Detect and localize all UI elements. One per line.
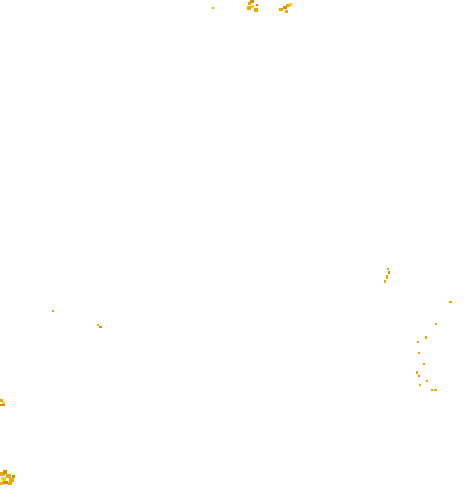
heat-cell	[418, 352, 420, 354]
heat-cell	[279, 8, 283, 11]
heat-cell	[431, 389, 433, 391]
heat-cell	[256, 4, 258, 6]
heat-cell	[254, 8, 258, 12]
heat-cell	[2, 402, 5, 405]
heat-cell	[52, 310, 54, 312]
heat-cell	[416, 371, 418, 374]
heat-cell	[12, 475, 15, 478]
heat-cell	[449, 301, 452, 303]
heat-cell	[387, 268, 389, 270]
heat-cell	[386, 275, 388, 279]
heat-cell	[248, 2, 251, 5]
heat-cell	[0, 472, 5, 476]
heat-cell	[419, 384, 421, 386]
heat-cell	[0, 482, 3, 485]
heat-cell	[417, 341, 419, 343]
heat-cell	[0, 399, 3, 402]
heat-cell	[289, 3, 292, 6]
heat-cell	[9, 478, 14, 482]
heat-cell	[97, 324, 99, 326]
heat-cell	[3, 470, 7, 474]
heat-cell	[388, 271, 390, 274]
heat-cell	[426, 380, 428, 382]
heat-cells	[0, 0, 452, 485]
heat-cell	[283, 6, 287, 9]
heat-cell	[8, 482, 12, 485]
heat-cell	[418, 375, 420, 377]
heat-cell	[434, 389, 437, 391]
heat-cell	[285, 10, 288, 13]
heat-cell	[99, 326, 102, 328]
heat-cell	[6, 474, 11, 478]
heat-cell	[3, 481, 8, 484]
heat-cell	[0, 404, 5, 406]
heat-cell	[251, 5, 254, 8]
heat-cell	[1, 477, 6, 481]
heat-cell	[286, 4, 290, 7]
heat-cell	[212, 7, 214, 9]
heat-cell	[425, 336, 427, 339]
heat-cell	[384, 280, 386, 283]
heat-cell	[435, 323, 437, 325]
heat-cell	[247, 6, 251, 10]
heat-cell	[423, 363, 425, 365]
heat-cell	[250, 0, 254, 3]
